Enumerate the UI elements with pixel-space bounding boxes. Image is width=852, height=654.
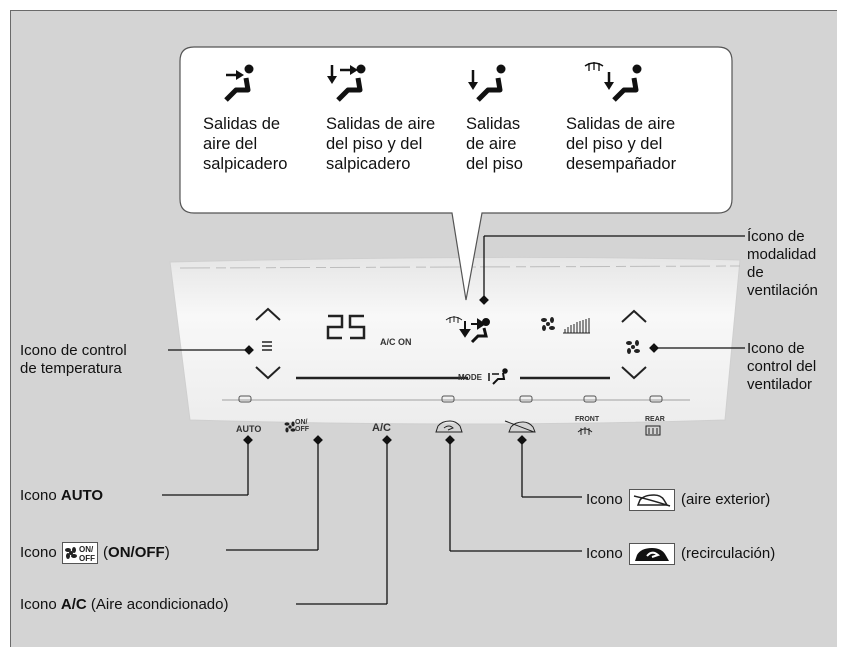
callout-line: control del xyxy=(747,358,817,375)
callout-vent-mode: Ícono de modalidad de ventilación xyxy=(747,228,818,300)
label-line: Salidas xyxy=(466,115,521,133)
callout-suffix: (Aire acondicionado) xyxy=(86,596,229,613)
ac-on-indicator: A/C ON xyxy=(380,337,412,347)
callout-line: de temperatura xyxy=(20,360,122,377)
label-line: del piso y del xyxy=(326,135,423,153)
climate-control-panel xyxy=(169,256,741,436)
leader-lines xyxy=(162,235,745,605)
callout-fan-control: Icono de control del ventilador xyxy=(747,340,816,394)
temp-control-icon[interactable] xyxy=(262,341,272,351)
callout-prefix: Icono xyxy=(20,543,61,561)
mode-label-floor-defrost: Salidas de aire del piso y del desempaña… xyxy=(566,114,676,174)
callout-line: de xyxy=(747,264,764,281)
mode-label-floor-dashboard: Salidas de aire del piso y del salpicade… xyxy=(326,114,435,174)
callout-prefix: Icono xyxy=(20,487,61,504)
onoff-button[interactable]: ON/ OFF xyxy=(295,419,309,433)
label-line: de aire xyxy=(466,135,517,153)
inline-off: OFF xyxy=(79,554,95,563)
label-line: Salidas de aire xyxy=(326,115,436,133)
recirculation-inline-icon xyxy=(628,543,675,565)
fan-down-chevron[interactable] xyxy=(621,366,647,380)
label-line: del piso y del xyxy=(566,135,663,153)
callout-bold: AUTO xyxy=(60,487,104,504)
callout-suffix: (aire exterior) xyxy=(676,490,771,508)
callout-text: ) xyxy=(164,543,170,561)
onoff-fan-icon[interactable] xyxy=(284,421,296,433)
callout-temp-control: Icono de control de temperatura xyxy=(20,342,127,378)
callout-line: ventilador xyxy=(747,376,813,393)
callout-prefix: Icono xyxy=(586,544,627,562)
temp-up-chevron[interactable] xyxy=(255,307,281,321)
callout-prefix: Icono xyxy=(20,596,61,613)
fan-control-icon[interactable] xyxy=(626,340,640,354)
recirculation-button-icon[interactable] xyxy=(435,420,463,433)
callout-bold: A/C xyxy=(60,596,87,613)
callout-suffix: (recirculación) xyxy=(676,544,776,562)
callout-line: ventilación xyxy=(747,282,818,299)
dashboard-vent-icon xyxy=(224,64,254,102)
callout-line: Ícono de xyxy=(747,228,805,245)
callout-auto: Icono AUTO xyxy=(20,487,103,505)
floor-vent-icon xyxy=(468,64,506,102)
rear-defrost-icon[interactable] xyxy=(645,425,661,436)
rear-defrost-button[interactable]: REAR xyxy=(645,416,665,423)
callout-prefix: Icono xyxy=(586,490,627,508)
callout-line: modalidad xyxy=(747,246,817,263)
front-defrost-button[interactable]: FRONT xyxy=(575,416,600,423)
callout-text: ( xyxy=(98,543,109,561)
vent-mode-display-icon xyxy=(459,318,490,344)
temp-down-chevron[interactable] xyxy=(255,366,281,380)
floor-defrost-vent-icon xyxy=(584,62,642,102)
mode-label-floor: Salidas de aire del piso xyxy=(466,114,523,174)
vent-modes-bubble xyxy=(179,46,733,301)
outside-air-button-icon[interactable] xyxy=(504,420,536,433)
front-defrost-icon[interactable] xyxy=(577,427,593,435)
defrost-indicator-icon xyxy=(445,316,463,323)
floor-dashboard-vent-icon xyxy=(327,64,366,102)
mode-icon xyxy=(488,368,508,385)
callout-line: Icono de xyxy=(747,340,805,357)
callout-line: Icono de control xyxy=(20,342,127,359)
callout-onoff: Icono ON/OFF (ON/OFF) xyxy=(20,542,170,564)
mode-label-dashboard: Salidas de aire del salpicadero xyxy=(203,114,287,174)
label-line: del piso xyxy=(466,155,523,173)
callout-recirculation: Icono (recirculación) xyxy=(586,543,775,565)
label-line: desempañador xyxy=(566,155,677,173)
label-line: aire del xyxy=(203,135,258,153)
callout-outside-air: Icono (aire exterior) xyxy=(586,489,770,511)
callout-bold: ON/OFF xyxy=(108,543,165,561)
label-line: salpicadero xyxy=(326,155,411,173)
label-line: Salidas de xyxy=(203,115,281,133)
fan-icon xyxy=(541,317,555,331)
temperature-display xyxy=(326,314,366,340)
label-line: Salidas de aire xyxy=(566,115,676,133)
onoff-top: ON/ xyxy=(295,419,308,426)
label-line: salpicadero xyxy=(203,155,288,173)
fan-up-chevron[interactable] xyxy=(621,309,647,323)
mode-label: MODE xyxy=(458,373,482,382)
outside-air-inline-icon xyxy=(628,489,675,511)
inline-on: ON/ xyxy=(79,545,94,554)
onoff-inline-icon: ON/OFF xyxy=(61,542,98,564)
fan-speed-bars-icon xyxy=(563,318,590,334)
callout-ac: Icono A/C (Aire acondicionado) xyxy=(20,596,228,614)
onoff-bottom: OFF xyxy=(295,426,309,433)
ac-button[interactable]: A/C xyxy=(372,422,391,434)
auto-button[interactable]: AUTO xyxy=(236,424,262,434)
